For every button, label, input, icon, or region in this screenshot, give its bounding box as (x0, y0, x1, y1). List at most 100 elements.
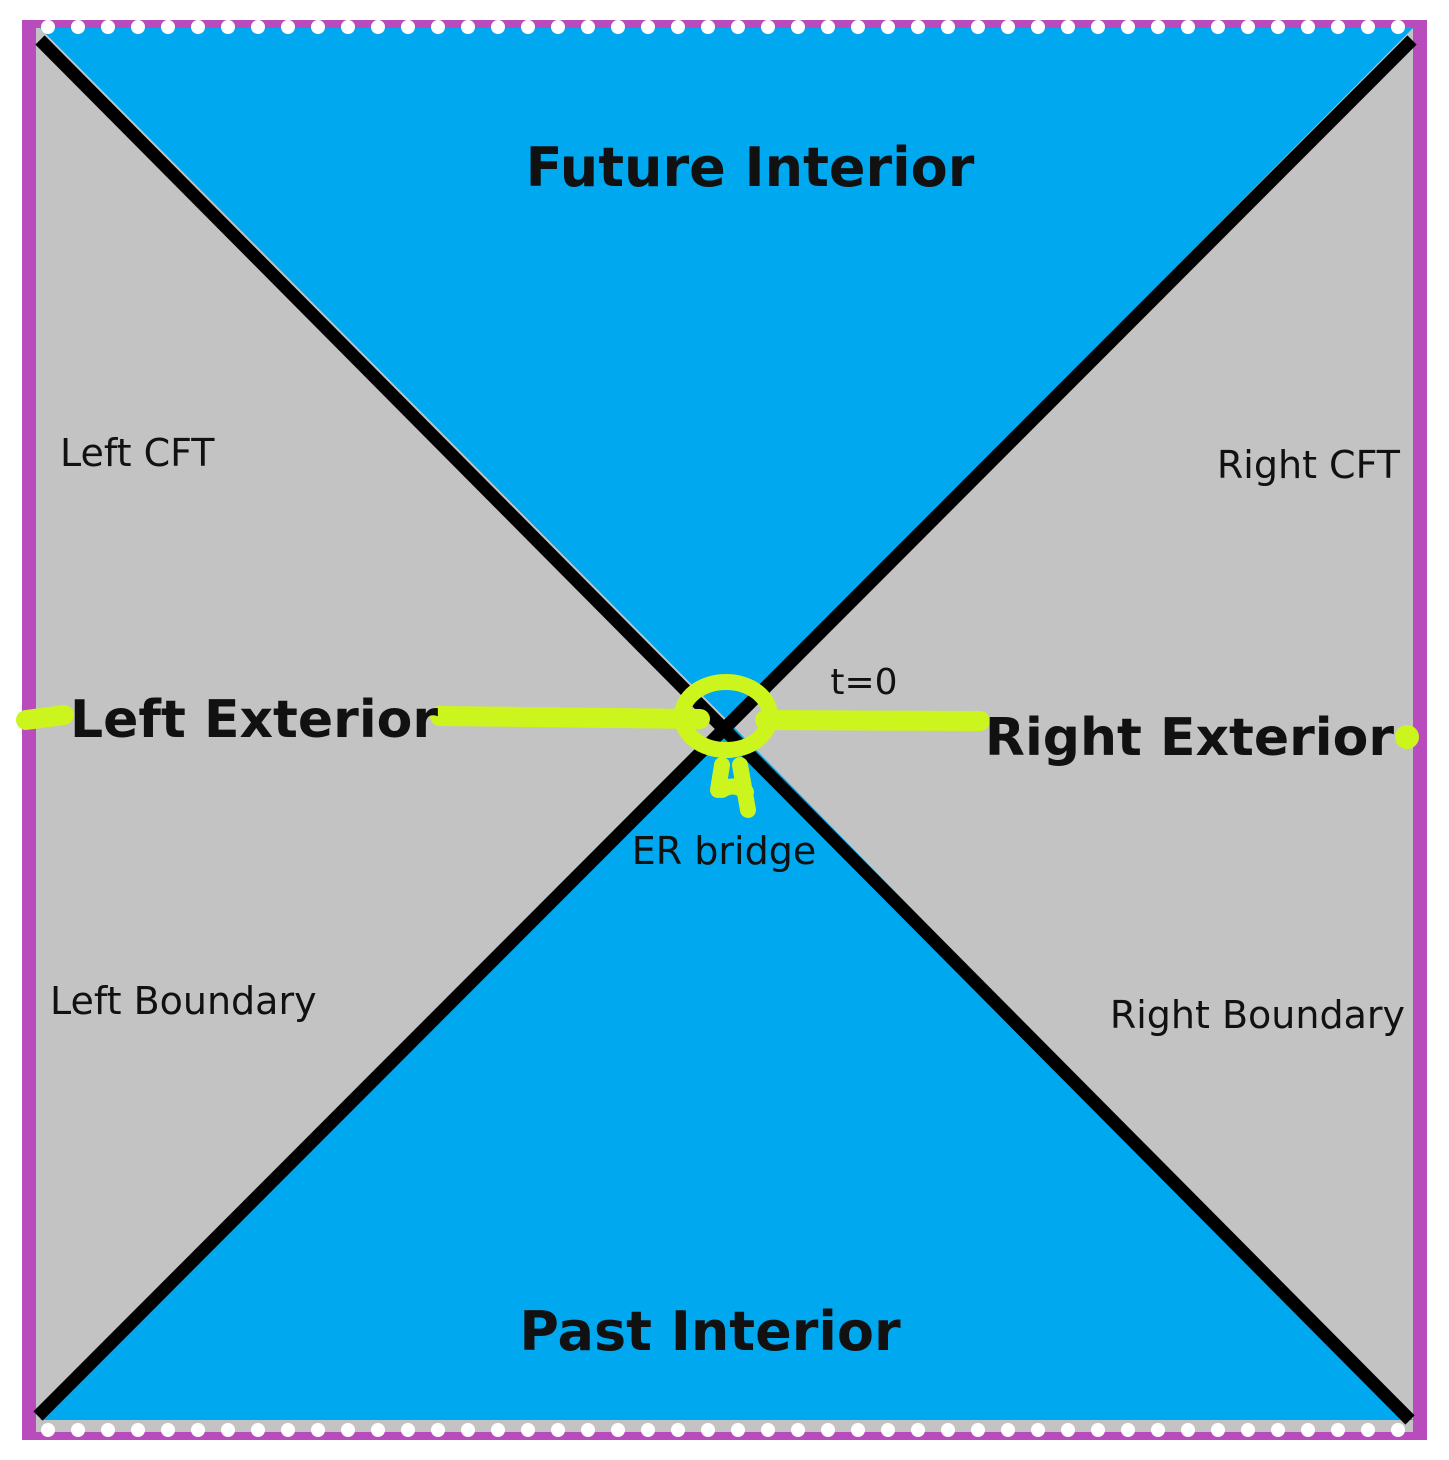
singularity-dot (1091, 1423, 1105, 1437)
singularity-dot (791, 1423, 805, 1437)
future-interior-label: Future Interior (526, 136, 975, 199)
bifurcation-circle (674, 674, 778, 758)
right-boundary-label: Right Boundary (1110, 993, 1405, 1037)
singularity-dot (851, 1423, 865, 1437)
singularity-dot (431, 1423, 445, 1437)
singularity-dot (911, 20, 925, 34)
singularity-dot (341, 1423, 355, 1437)
singularity-dot (1121, 20, 1135, 34)
singularity-dot (1001, 20, 1015, 34)
future-interior-region (40, 28, 1413, 720)
singularity-dot (1211, 20, 1225, 34)
right-exterior-label: Right Exterior (985, 708, 1394, 768)
singularity-dot (1271, 1423, 1285, 1437)
right-slice-segment (755, 710, 990, 731)
singularity-dot (701, 20, 715, 34)
singularity-dot (401, 1423, 415, 1437)
singularity-dot (1391, 1423, 1405, 1437)
singularity-dot (971, 1423, 985, 1437)
singularity-dot (311, 20, 325, 34)
singularity-dot (761, 20, 775, 34)
left-cft-label: Left CFT (60, 431, 215, 475)
left-boundary-line (22, 20, 36, 1440)
right-slice-end-dot (1395, 725, 1419, 749)
singularity-dot (731, 1423, 745, 1437)
singularity-dot (1061, 20, 1075, 34)
singularity-dot (341, 20, 355, 34)
singularity-dot (1151, 1423, 1165, 1437)
singularity-dot (41, 20, 55, 34)
er-bridge-arrow (710, 757, 756, 818)
singularity-dot (1241, 1423, 1255, 1437)
singularity-dot (1181, 20, 1195, 34)
singularity-dot (671, 1423, 685, 1437)
singularity-dot (371, 1423, 385, 1437)
left-slice-stub (16, 705, 74, 730)
singularity-dot (1301, 20, 1315, 34)
singularity-dot (1001, 1423, 1015, 1437)
singularity-dot (191, 1423, 205, 1437)
right-cft-label: Right CFT (1217, 443, 1401, 487)
singularity-dot (491, 1423, 505, 1437)
singularity-dot (581, 1423, 595, 1437)
singularity-dot (521, 20, 535, 34)
singularity-dot (971, 20, 985, 34)
singularity-dot (1061, 1423, 1075, 1437)
singularity-dot (1361, 1423, 1375, 1437)
singularity-dot (821, 1423, 835, 1437)
singularity-dot (551, 1423, 565, 1437)
singularity-dot (101, 20, 115, 34)
singularity-dot (1271, 20, 1285, 34)
singularity-dot (221, 1423, 235, 1437)
singularity-dot (161, 20, 175, 34)
singularity-dot (581, 20, 595, 34)
singularity-dot (1031, 1423, 1045, 1437)
singularity-dot (1181, 1423, 1195, 1437)
singularity-dot (71, 20, 85, 34)
singularity-dot (161, 1423, 175, 1437)
singularity-dot (821, 20, 835, 34)
singularity-dot (851, 20, 865, 34)
singularity-dot (1241, 20, 1255, 34)
singularity-dot (641, 20, 655, 34)
singularity-dot (401, 20, 415, 34)
singularity-dot (1331, 20, 1345, 34)
singularity-dot (881, 20, 895, 34)
singularity-dot (131, 20, 145, 34)
right-boundary-line (1413, 20, 1427, 1440)
singularity-dot (551, 20, 565, 34)
singularity-dot (1361, 20, 1375, 34)
t0-label: t=0 (830, 662, 897, 703)
singularity-dot (701, 1423, 715, 1437)
singularity-dot (431, 20, 445, 34)
past-singularity-dots (41, 1423, 1405, 1437)
bottom-boundary-line (22, 1432, 1427, 1440)
singularity-dot (911, 1423, 925, 1437)
singularity-dot (1121, 1423, 1135, 1437)
left-exterior-label: Left Exterior (70, 690, 438, 750)
singularity-dot (221, 20, 235, 34)
singularity-dot (1331, 1423, 1345, 1437)
singularity-dot (791, 20, 805, 34)
singularity-dot (611, 20, 625, 34)
singularity-dot (881, 1423, 895, 1437)
singularity-dot (941, 20, 955, 34)
singularity-dot (1301, 1423, 1315, 1437)
horizon-line-ascending (33, 35, 1417, 1421)
singularity-dot (1031, 20, 1045, 34)
singularity-dot (461, 1423, 475, 1437)
er-bridge-label: ER bridge (632, 829, 816, 873)
singularity-dot (41, 1423, 55, 1437)
t0-slice (16, 674, 990, 818)
singularity-dot (191, 20, 205, 34)
singularity-dot (1391, 20, 1405, 34)
singularity-dot (761, 1423, 775, 1437)
singularity-dot (101, 1423, 115, 1437)
singularity-dot (1091, 20, 1105, 34)
singularity-dot (1151, 20, 1165, 34)
singularity-dot (371, 20, 385, 34)
singularity-dot (731, 20, 745, 34)
singularity-dot (281, 1423, 295, 1437)
singularity-dot (71, 1423, 85, 1437)
